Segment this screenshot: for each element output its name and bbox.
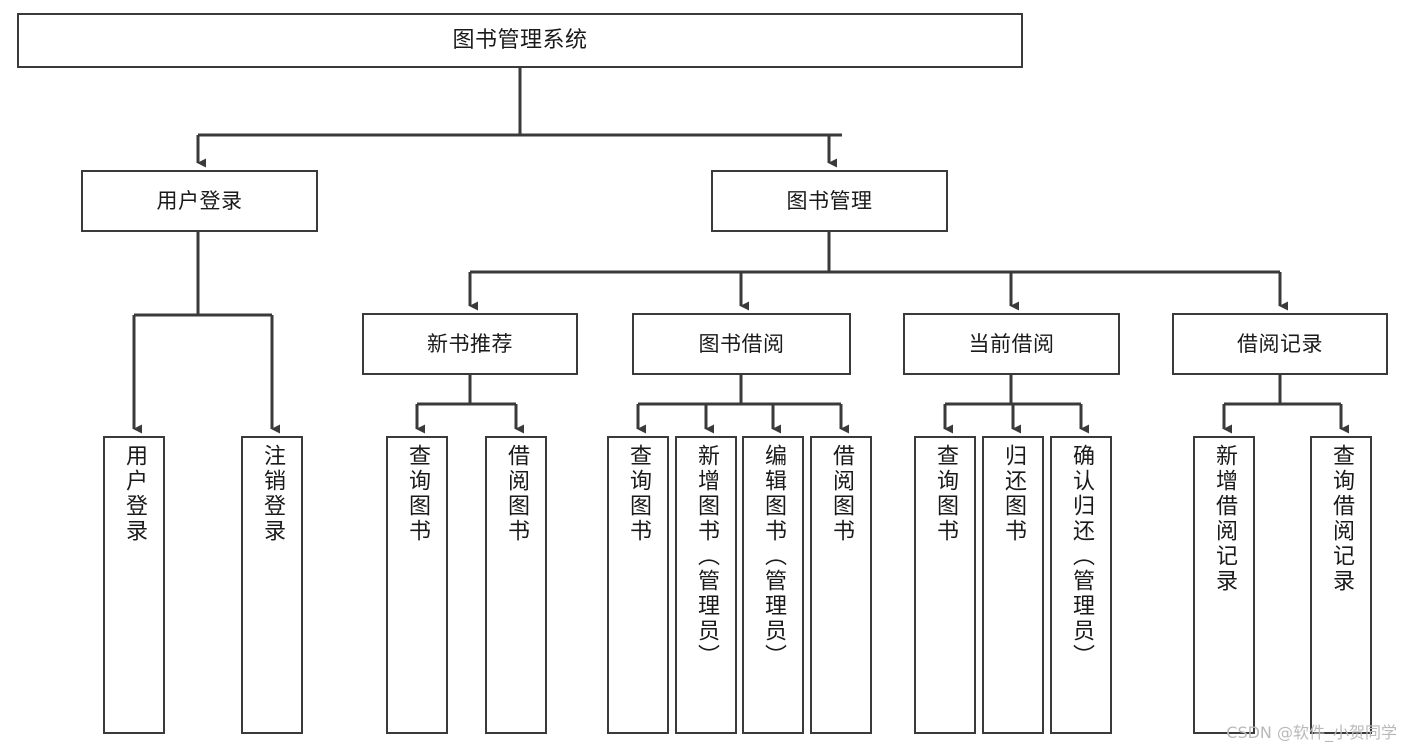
node-leaf-borrow-book-1[interactable]: 借阅图书 [485, 436, 547, 734]
edges-record-to-leaves [1222, 375, 1349, 434]
node-leaf-query-book-1[interactable]: 查询图书 [386, 436, 448, 734]
node-level3-book-borrow[interactable]: 图书借阅 [632, 313, 851, 375]
node-root-book-management-system[interactable]: 图书管理系统 [17, 13, 1023, 68]
node-level3-new-book-recommend-label: 新书推荐 [427, 331, 513, 356]
node-leaf-confirm-return-admin[interactable]: 确认归还（管理员） [1050, 436, 1112, 734]
node-level3-current-borrow-label: 当前借阅 [968, 331, 1055, 356]
node-leaf-add-borrow-record-label: 新增借阅记录 [1212, 444, 1237, 594]
node-leaf-edit-book-admin[interactable]: 编辑图书（管理员） [742, 436, 804, 734]
edges-root-to-level2 [196, 68, 842, 168]
node-leaf-query-borrow-record-label: 查询借阅记录 [1329, 444, 1354, 594]
node-leaf-user-login[interactable]: 用户登录 [103, 436, 165, 734]
node-leaf-borrow-book-2[interactable]: 借阅图书 [810, 436, 872, 734]
node-leaf-query-book-2-label: 查询图书 [626, 444, 651, 544]
node-root-label: 图书管理系统 [452, 27, 588, 53]
node-leaf-add-book-admin-label: 新增图书（管理员） [694, 444, 719, 669]
node-leaf-borrow-book-1-label: 借阅图书 [504, 444, 529, 544]
node-leaf-user-login-label: 用户登录 [122, 444, 147, 544]
node-leaf-add-book-admin[interactable]: 新增图书（管理员） [675, 436, 737, 734]
edges-userlogin-to-leaves [132, 232, 280, 434]
node-leaf-logout[interactable]: 注销登录 [241, 436, 303, 734]
node-level3-current-borrow[interactable]: 当前借阅 [903, 313, 1120, 375]
node-level2-book-management[interactable]: 图书管理 [711, 170, 948, 232]
edges-bookmgmt-to-level3 [468, 232, 1288, 311]
node-level2-book-management-label: 图书管理 [786, 188, 873, 213]
node-level3-new-book-recommend[interactable]: 新书推荐 [362, 313, 578, 375]
node-leaf-query-book-3[interactable]: 查询图书 [914, 436, 976, 734]
node-leaf-return-book-label: 归还图书 [1001, 444, 1026, 544]
node-leaf-return-book[interactable]: 归还图书 [982, 436, 1044, 734]
node-level2-user-login[interactable]: 用户登录 [81, 170, 318, 232]
node-level3-borrow-record[interactable]: 借阅记录 [1172, 313, 1388, 375]
node-leaf-edit-book-admin-label: 编辑图书（管理员） [761, 444, 786, 669]
node-leaf-query-book-1-label: 查询图书 [405, 444, 430, 544]
edges-newbook-to-leaves [415, 375, 524, 434]
node-leaf-logout-label: 注销登录 [260, 444, 285, 544]
node-level3-book-borrow-label: 图书借阅 [698, 331, 785, 356]
node-leaf-query-borrow-record[interactable]: 查询借阅记录 [1310, 436, 1372, 734]
node-leaf-add-borrow-record[interactable]: 新增借阅记录 [1193, 436, 1255, 734]
node-leaf-borrow-book-2-label: 借阅图书 [829, 444, 854, 544]
node-leaf-query-book-3-label: 查询图书 [933, 444, 958, 544]
node-level3-borrow-record-label: 借阅记录 [1237, 331, 1323, 356]
node-level2-user-login-label: 用户登录 [156, 188, 243, 213]
node-leaf-query-book-2[interactable]: 查询图书 [607, 436, 669, 734]
edges-borrow-to-leaves [636, 375, 849, 434]
edges-current-to-leaves [943, 375, 1089, 434]
node-leaf-confirm-return-admin-label: 确认归还（管理员） [1069, 444, 1094, 669]
